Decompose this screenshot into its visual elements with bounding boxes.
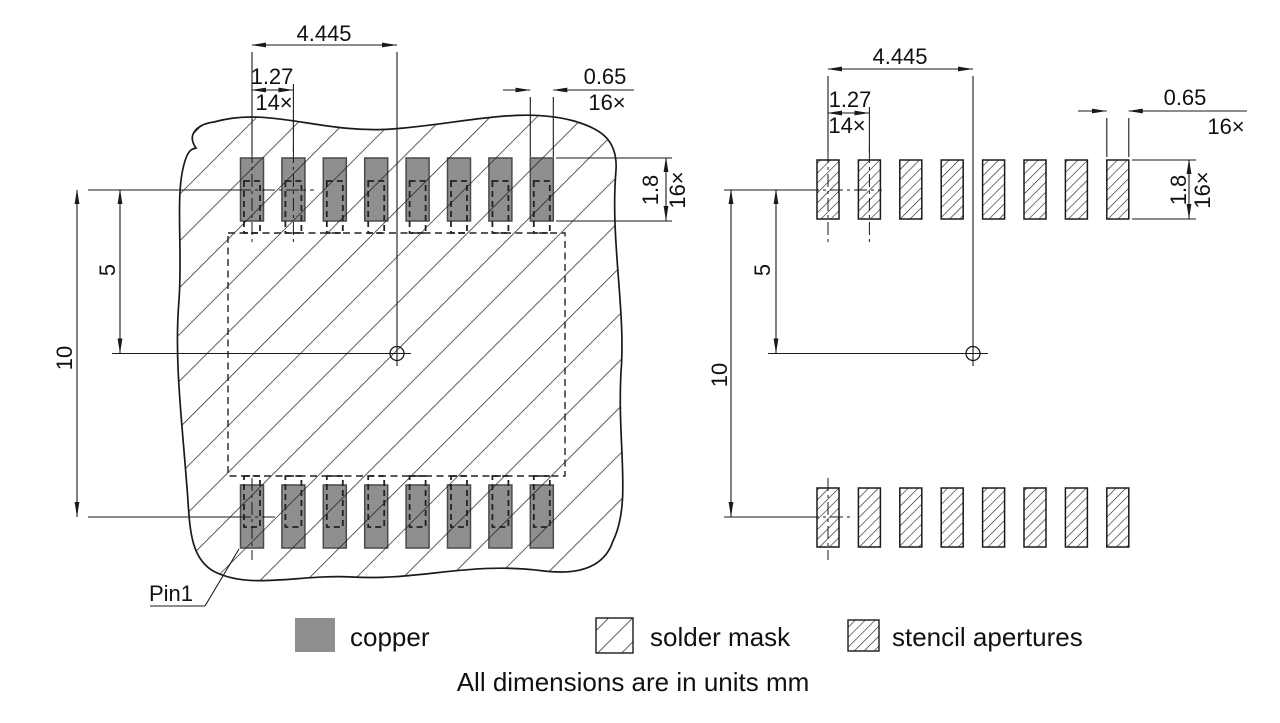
stencil-aperture (1106, 159, 1130, 220)
pin1-callout: Pin1 (149, 548, 240, 607)
dim-label: 0.65 (584, 64, 627, 89)
center-crosshair (965, 345, 981, 362)
dim-pitch: 1.27 14× (251, 64, 294, 152)
lead-outline (367, 180, 386, 234)
center-crosshair (389, 345, 405, 362)
dim-label: 4.445 (296, 21, 351, 46)
units-caption: All dimensions are in units mm (457, 667, 810, 697)
stencil-aperture (1064, 159, 1089, 220)
lead-outline (325, 475, 344, 528)
figure-copper-solder-mask: 4.445 1.27 14× 0.65 16× 1.8 16× (52, 21, 690, 607)
stencil-aperture (1106, 487, 1130, 548)
dim-count-label: 16× (1207, 114, 1244, 139)
dim-aperture-width: 0.65 16× (1078, 85, 1247, 157)
lead-outline (491, 180, 510, 234)
stencil-aperture (857, 487, 882, 548)
lead-outline (491, 475, 510, 528)
pin1-label: Pin1 (149, 581, 193, 606)
dim-row-to-row: 10 (52, 189, 80, 517)
stencil-legend-label: stencil apertures (892, 622, 1083, 652)
stencil-aperture (1023, 487, 1047, 548)
dim-aperture-height: 1.8 16× (1132, 159, 1215, 220)
dim-center-span: 4.445 (251, 21, 397, 155)
dim-row-to-row: 10 (707, 189, 734, 517)
dim-label: 5 (750, 264, 775, 276)
stencil-aperture (899, 159, 923, 220)
dim-pad-width: 0.65 16× (503, 64, 634, 157)
dim-count-label: 16× (665, 171, 690, 208)
solder-mask-legend-label: solder mask (650, 622, 791, 652)
solder-mask-swatch (595, 617, 634, 654)
copper-legend-label: copper (350, 622, 430, 652)
dim-label: 1.27 (829, 87, 872, 112)
stencil-aperture (981, 159, 1006, 220)
dim-count-label: 16× (588, 90, 625, 115)
dim-label: 10 (52, 346, 77, 370)
stencil-aperture (981, 487, 1006, 548)
dim-pad-height: 1.8 16× (556, 157, 690, 222)
dim-label: 4.445 (872, 44, 927, 69)
figure-stencil-apertures: 4.445 1.27 14× 0.65 16× 1.8 16× (707, 44, 1247, 560)
dim-count-label: 16× (1190, 171, 1215, 208)
stencil-aperture (1023, 159, 1047, 220)
stencil-aperture (899, 487, 923, 548)
dim-label: 1.27 (251, 64, 294, 89)
dim-label: 5 (95, 264, 120, 276)
dim-pitch: 1.27 14× (827, 87, 872, 152)
lead-outline (367, 475, 386, 528)
copper-swatch (295, 618, 335, 652)
lead-outline (408, 475, 427, 528)
stencil-aperture-pads (816, 159, 1130, 548)
lead-outline (532, 475, 551, 528)
stencil-apertures-swatch (847, 619, 880, 652)
stencil-aperture (940, 487, 964, 548)
dim-label: 1.8 (1166, 175, 1191, 206)
dim-label: 1.8 (638, 175, 663, 206)
legend: copper solder mask stencil apertures (295, 617, 1083, 654)
dim-row-to-center: 5 (750, 189, 779, 354)
stencil-aperture (1064, 487, 1089, 548)
component-body-outline (227, 232, 566, 477)
dim-count-label: 14× (255, 90, 292, 115)
lead-outline (450, 475, 468, 528)
lead-outline (284, 475, 303, 528)
dim-label: 0.65 (1164, 85, 1207, 110)
dim-count-label: 14× (828, 113, 865, 138)
stencil-aperture (940, 159, 964, 220)
dim-label: 10 (707, 363, 732, 387)
dim-row-to-center: 5 (95, 189, 123, 354)
